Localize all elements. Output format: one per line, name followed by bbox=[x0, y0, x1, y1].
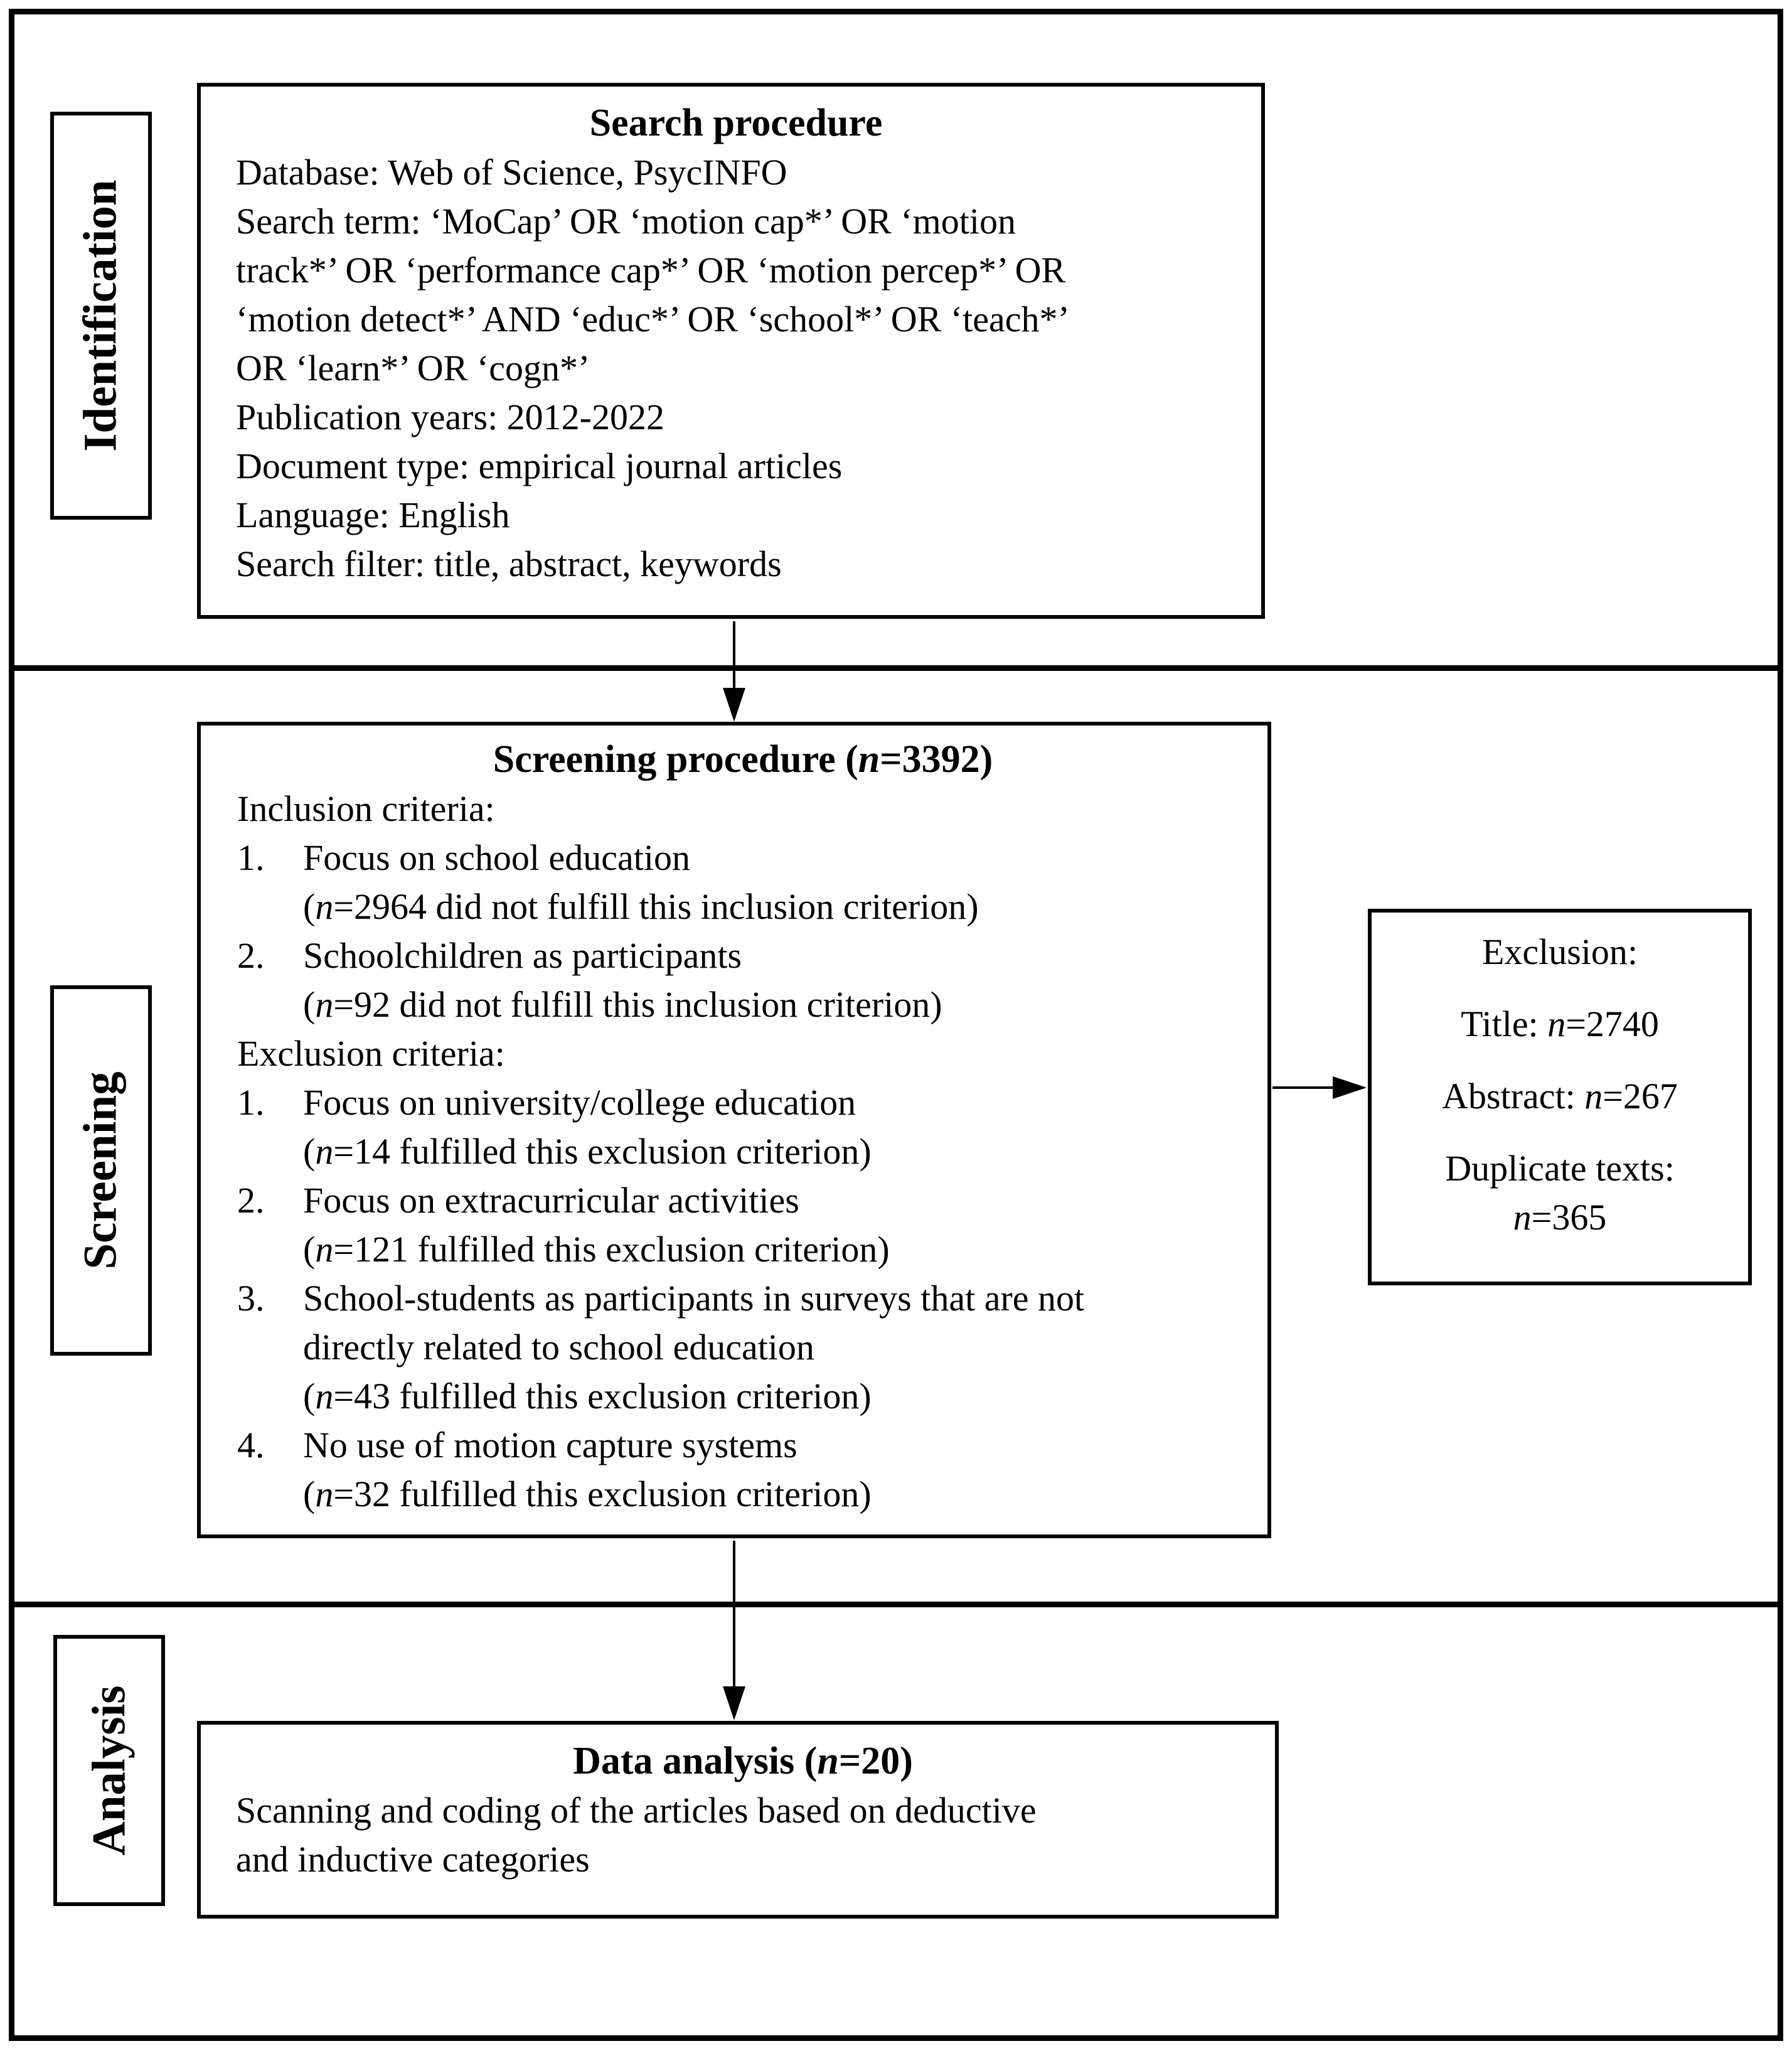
criterion-line: (n=14 fulfilled this exclusion criterion… bbox=[303, 1131, 872, 1172]
screening-section-label: Screening bbox=[75, 1071, 127, 1270]
analysis-detail-line: Scanning and coding of the articles base… bbox=[236, 1790, 1037, 1831]
criterion-line: (n=2964 did not fulfill this inclusion c… bbox=[303, 886, 979, 927]
search-detail-line: Document type: empirical journal article… bbox=[236, 446, 843, 486]
exclusion-criterion-item: 1. Focus on university/college education… bbox=[237, 1078, 1249, 1176]
data-analysis-box: Data analysis (n=20) Scanning and coding… bbox=[197, 1721, 1279, 1919]
analysis-detail-line: and inductive categories bbox=[236, 1839, 590, 1880]
section-divider-top bbox=[9, 665, 1783, 671]
identification-section-label-box: Identification bbox=[50, 112, 152, 520]
search-detail-line: Language: English bbox=[236, 495, 510, 535]
criterion-text: Focus on extracurricular activities (n=1… bbox=[303, 1176, 1249, 1274]
exclusion-count-line: Duplicate texts: bbox=[1445, 1148, 1675, 1189]
screening-procedure-title: Screening procedure (n=3392) bbox=[493, 738, 993, 781]
criterion-line: (n=92 did not fulfill this inclusion cri… bbox=[303, 984, 942, 1025]
criterion-line: (n=121 fulfilled this exclusion criterio… bbox=[303, 1229, 890, 1270]
exclusion-criterion-item: 2. Focus on extracurricular activities (… bbox=[237, 1176, 1249, 1274]
criterion-line: (n=43 fulfilled this exclusion criterion… bbox=[303, 1376, 872, 1416]
search-detail-line: Search term: ‘MoCap’ OR ‘motion cap*’ OR… bbox=[236, 201, 1016, 242]
exclusion-heading: Exclusion: bbox=[1481, 931, 1638, 972]
search-detail-line: Database: Web of Science, PsycINFO bbox=[236, 152, 787, 193]
data-analysis-title: Data analysis (n=20) bbox=[573, 1740, 913, 1782]
exclusion-criterion-item: 4. No use of motion capture systems (n=3… bbox=[237, 1421, 1249, 1519]
exclusion-summary-box: Exclusion: Title: n=2740 Abstract: n=267… bbox=[1368, 909, 1752, 1285]
analysis-section-label-box: Analysis bbox=[53, 1635, 165, 1906]
criterion-text: School-students as participants in surve… bbox=[303, 1274, 1249, 1421]
criterion-line: Schoolchildren as participants bbox=[303, 935, 742, 976]
right-arrow-icon bbox=[1272, 1074, 1369, 1101]
criterion-line: Focus on university/college education bbox=[303, 1082, 856, 1123]
criterion-number: 2. bbox=[237, 1180, 265, 1221]
criterion-number: 1. bbox=[237, 837, 265, 878]
criterion-line: No use of motion capture systems bbox=[303, 1425, 797, 1465]
screening-procedure-box: Screening procedure (n=3392) Inclusion c… bbox=[197, 722, 1271, 1538]
down-arrow-icon bbox=[722, 621, 747, 724]
exclusion-count-line: n=365 bbox=[1513, 1197, 1607, 1238]
down-arrow-icon bbox=[722, 1541, 747, 1723]
section-divider-bottom bbox=[9, 1602, 1783, 1607]
criterion-text: Schoolchildren as participants (n=92 did… bbox=[303, 931, 1249, 1029]
search-detail-line: OR ‘learn*’ OR ‘cogn*’ bbox=[236, 348, 590, 388]
search-detail-line: ‘motion detect*’ AND ‘educ*’ OR ‘school*… bbox=[236, 299, 1070, 340]
criterion-text: Focus on university/college education (n… bbox=[303, 1078, 1249, 1176]
criterion-line: School-students as participants in surve… bbox=[303, 1278, 1085, 1319]
exclusion-count-line: Title: n=2740 bbox=[1461, 1004, 1659, 1044]
criterion-text: No use of motion capture systems (n=32 f… bbox=[303, 1421, 1249, 1519]
search-detail-line: Publication years: 2012-2022 bbox=[236, 397, 665, 437]
search-procedure-box: Search procedure Database: Web of Scienc… bbox=[197, 83, 1265, 619]
search-detail-line: Search filter: title, abstract, keywords bbox=[236, 544, 782, 584]
criterion-line: (n=32 fulfilled this exclusion criterion… bbox=[303, 1474, 872, 1514]
inclusion-criterion-item: 1. Focus on school education (n=2964 did… bbox=[237, 833, 1249, 931]
screening-section-label-box: Screening bbox=[50, 985, 152, 1356]
criterion-number: 1. bbox=[237, 1082, 265, 1123]
criterion-number: 4. bbox=[237, 1425, 265, 1465]
exclusion-count-line: Abstract: n=267 bbox=[1442, 1076, 1678, 1117]
inclusion-criterion-item: 2. Schoolchildren as participants (n=92 … bbox=[237, 931, 1249, 1029]
outer-frame bbox=[9, 9, 1783, 2041]
analysis-section-label: Analysis bbox=[83, 1685, 135, 1856]
search-procedure-title: Search procedure bbox=[589, 102, 883, 144]
criterion-line: Focus on extracurricular activities bbox=[303, 1180, 799, 1221]
identification-section-label: Identification bbox=[75, 179, 127, 452]
criterion-number: 3. bbox=[237, 1278, 265, 1319]
inclusion-criteria-heading: Inclusion criteria: bbox=[237, 788, 495, 829]
criterion-number: 2. bbox=[237, 935, 265, 976]
search-detail-line: track*’ OR ‘performance cap*’ OR ‘motion… bbox=[236, 250, 1066, 291]
criterion-line: Focus on school education bbox=[303, 837, 690, 878]
exclusion-criterion-item: 3. School-students as participants in su… bbox=[237, 1274, 1249, 1421]
criterion-text: Focus on school education (n=2964 did no… bbox=[303, 833, 1249, 931]
criterion-line: directly related to school education bbox=[303, 1327, 814, 1368]
exclusion-criteria-heading: Exclusion criteria: bbox=[237, 1033, 505, 1074]
